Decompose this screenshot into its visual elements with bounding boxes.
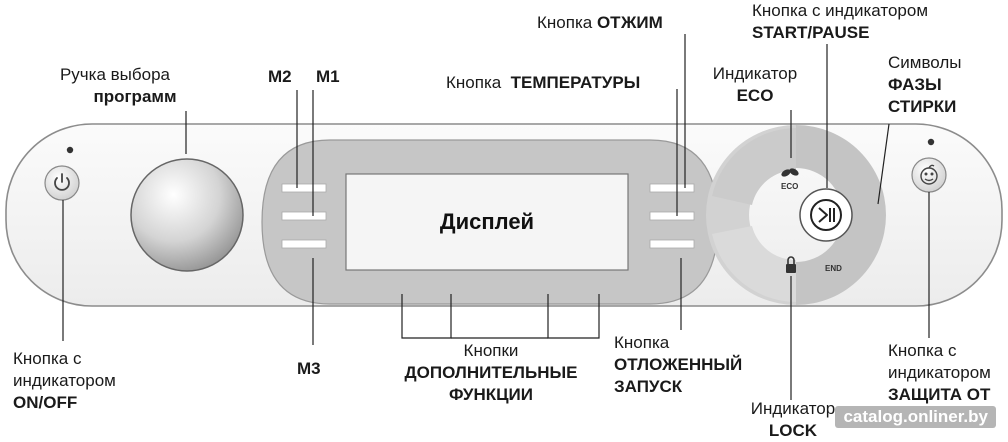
on-off-led xyxy=(66,146,74,154)
program-knob[interactable] xyxy=(130,158,244,272)
temperature-label: Кнопка ТЕМПЕРАТУРЫ xyxy=(446,73,641,92)
eco-label: Индикатор ECO xyxy=(712,64,798,105)
child-face-icon xyxy=(920,164,938,185)
display-screen xyxy=(345,173,629,271)
delay-start-label: Кнопка ОТЛОЖЕННЫЙ ЗАПУСК xyxy=(614,333,743,396)
play-pause-icon xyxy=(818,207,835,223)
leader-lines xyxy=(62,34,930,400)
child-lock-led xyxy=(927,138,935,146)
program-knob-label: Ручка выбора программ xyxy=(59,65,177,106)
on-off-button[interactable] xyxy=(44,165,80,201)
watermark: catalog.onliner.by xyxy=(835,406,996,428)
m2-label: M2 xyxy=(268,67,292,86)
m2-button[interactable] xyxy=(281,183,327,193)
end-symbol-text: END xyxy=(825,264,842,273)
m1-label: M1 xyxy=(316,67,340,86)
spin-button[interactable] xyxy=(649,183,695,193)
lock-icon xyxy=(786,256,796,273)
m1-button[interactable] xyxy=(281,211,327,221)
phase-ring xyxy=(796,125,886,305)
m3-button[interactable] xyxy=(281,239,327,249)
eco-leaf-icon xyxy=(781,168,799,177)
eco-symbol-text: ECO xyxy=(781,182,799,191)
m3-label: M3 xyxy=(297,359,321,378)
on-off-label: Кнопка с индикатором ON/OFF xyxy=(13,349,116,412)
child-lock-button[interactable] xyxy=(911,157,947,193)
lock-label: Индикатор LOCK xyxy=(750,399,836,440)
wash-phase-label: Символы ФАЗЫ СТИРКИ xyxy=(888,53,962,116)
start-pause-label: Кнопка с индикатором START/PAUSE xyxy=(752,1,929,42)
temperature-button[interactable] xyxy=(649,211,695,221)
power-icon xyxy=(54,173,70,191)
delay-start-button[interactable] xyxy=(649,239,695,249)
spin-label: Кнопка ОТЖИМ xyxy=(537,13,663,32)
display-label: Дисплей xyxy=(439,209,535,234)
extra-functions-label: Кнопки ДОПОЛНИТЕЛЬНЫЕ ФУНКЦИИ xyxy=(404,341,578,404)
extra-functions-bracket xyxy=(401,294,600,339)
